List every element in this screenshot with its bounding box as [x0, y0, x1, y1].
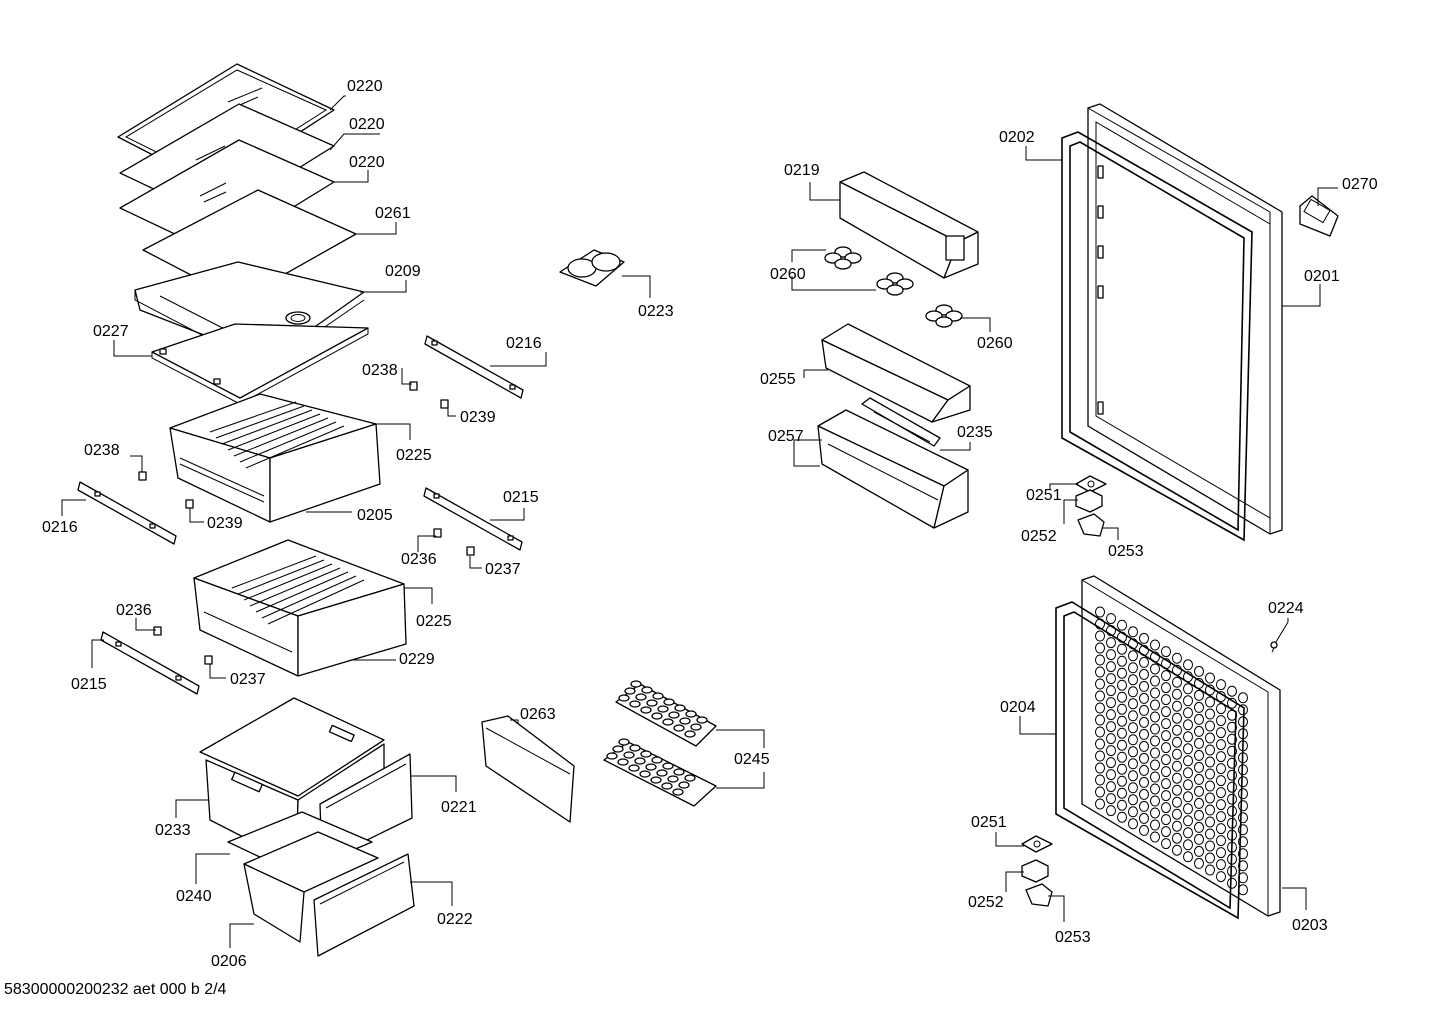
plate-0263	[481, 715, 575, 823]
callout-0261: 0261	[375, 205, 411, 222]
document-code: 58300000200232 aet 000 b 2/4	[4, 981, 227, 998]
basket-front-panel-0222	[313, 853, 415, 957]
callout-0238-a: 0238	[362, 362, 398, 379]
callout-0235: 0235	[957, 424, 993, 441]
callout-0236-b: 0236	[116, 602, 152, 619]
callout-0229: 0229	[399, 651, 435, 668]
callout-0236-a: 0236	[401, 551, 437, 568]
egg-tray-0223	[559, 249, 625, 287]
callout-0221: 0221	[441, 799, 477, 816]
callout-0239-a: 0239	[460, 409, 496, 426]
callout-0202: 0202	[999, 129, 1035, 146]
clip-0236-upper	[433, 528, 442, 538]
electronic-module-0270	[1299, 195, 1339, 237]
callout-0201: 0201	[1304, 268, 1340, 285]
callout-0257: 0257	[768, 428, 804, 445]
hinge-washer-0251-upper	[1075, 475, 1107, 493]
callout-0216-a: 0216	[506, 335, 542, 352]
clip-0238-upper	[409, 381, 418, 391]
callout-0219: 0219	[784, 162, 820, 179]
hinge-0252-lower	[1021, 859, 1049, 883]
callout-0220-a: 0220	[347, 78, 383, 95]
callout-0237-a: 0237	[485, 561, 521, 578]
rail-0215-left	[100, 631, 200, 695]
rail-0215-right	[423, 487, 523, 551]
clip-0237-upper	[466, 546, 475, 556]
rail-0216-left	[77, 481, 177, 545]
callout-0240: 0240	[176, 888, 212, 905]
crisper-drawer-lower	[193, 539, 407, 677]
door-bin-0219	[839, 171, 979, 279]
callout-0252-b: 0252	[968, 894, 1004, 911]
callout-0263: 0263	[520, 706, 556, 723]
hinge-cover-0253-upper	[1077, 513, 1105, 537]
callout-0270: 0270	[1342, 176, 1378, 193]
rail-0216-right	[424, 335, 524, 399]
callout-0260-b: 0260	[977, 335, 1013, 352]
door-bin-0255	[821, 323, 971, 423]
screw-0224	[1270, 641, 1278, 653]
callout-0216-b: 0216	[42, 519, 78, 536]
callout-0206: 0206	[211, 953, 247, 970]
divider-0235	[861, 397, 941, 447]
callout-0215-a: 0215	[503, 489, 539, 506]
callout-0227: 0227	[93, 323, 129, 340]
freezer-door-gasket-0204	[1055, 601, 1245, 920]
callout-0245: 0245	[734, 751, 770, 768]
callout-0223: 0223	[638, 303, 674, 320]
callout-0215-b: 0215	[71, 676, 107, 693]
callout-0209: 0209	[385, 263, 421, 280]
ice-trays-0245	[603, 680, 717, 807]
drawer-ribs-upper	[209, 401, 345, 469]
drawer-lid-0227	[151, 323, 369, 405]
callout-0255: 0255	[760, 371, 796, 388]
callout-0251-a: 0251	[1026, 487, 1062, 504]
callout-0251-b: 0251	[971, 814, 1007, 831]
drawer-ribs-lower	[231, 555, 365, 625]
butter-cups-0260	[824, 246, 963, 328]
callout-0222: 0222	[437, 911, 473, 928]
callout-0204: 0204	[1000, 699, 1036, 716]
callout-0225-a: 0225	[396, 447, 432, 464]
callout-0237-b: 0237	[230, 671, 266, 688]
clip-0239-lower	[185, 499, 194, 509]
crisper-drawer-upper	[169, 393, 381, 523]
callout-0239-b: 0239	[207, 515, 243, 532]
fridge-door-gasket-0202	[1061, 131, 1253, 542]
callout-0260-a: 0260	[770, 266, 806, 283]
callout-0238-b: 0238	[84, 442, 120, 459]
hinge-cover-0253-lower	[1025, 883, 1053, 907]
door-bin-0257	[817, 409, 969, 529]
clip-0239-upper	[440, 399, 449, 409]
clip-0237-lower	[204, 655, 213, 665]
callout-0253-a: 0253	[1108, 543, 1144, 560]
callout-labels: 0220 0220 0220 0261 0209 0227 0216 0238 …	[42, 78, 1378, 970]
clip-0238-lower	[138, 471, 147, 481]
callout-0233: 0233	[155, 822, 191, 839]
callout-0220-b: 0220	[349, 116, 385, 133]
callout-0224: 0224	[1268, 600, 1304, 617]
callout-0220-c: 0220	[349, 154, 385, 171]
freezer-basket-0206	[243, 831, 379, 943]
hinge-washer-0251-lower	[1021, 835, 1053, 853]
fridge-door-0201	[1087, 103, 1283, 535]
callout-0203: 0203	[1292, 917, 1328, 934]
leader-lines	[61, 95, 1338, 948]
callout-0252-a: 0252	[1021, 528, 1057, 545]
clip-0236-lower	[153, 626, 162, 636]
callout-0225-b: 0225	[416, 613, 452, 630]
freezer-door-0203	[1081, 575, 1281, 917]
callout-0253-b: 0253	[1055, 929, 1091, 946]
hinge-0252-upper	[1075, 489, 1103, 513]
callout-0205: 0205	[357, 507, 393, 524]
